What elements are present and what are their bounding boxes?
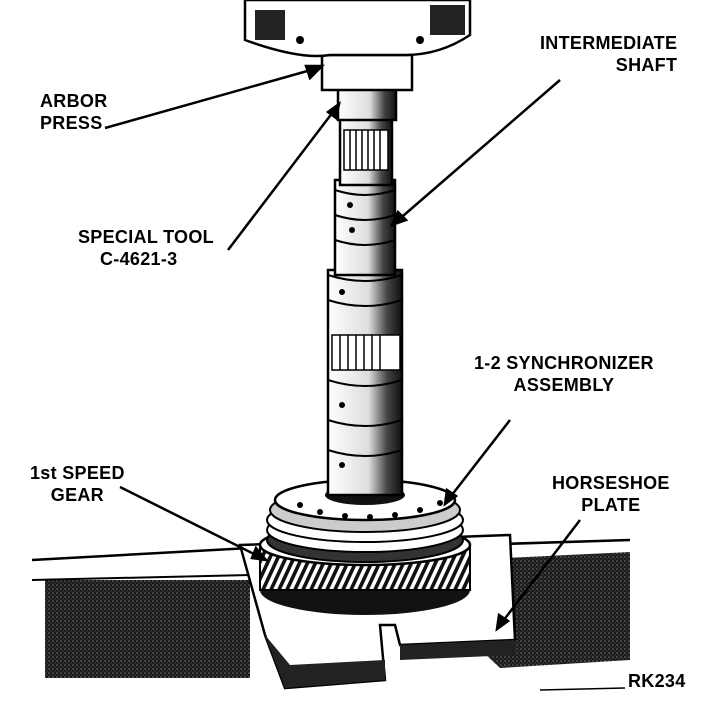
label-arbor-press-line1: ARBOR <box>40 91 108 111</box>
label-special-tool-line1: SPECIAL TOOL <box>78 227 214 247</box>
label-horseshoe-plate-line2: PLATE <box>581 495 641 515</box>
label-first-speed-gear: 1st SPEED GEAR <box>30 462 125 506</box>
label-special-tool-line2: C-4621-3 <box>100 249 178 269</box>
label-synchronizer-line1: 1-2 SYNCHRONIZER <box>474 353 654 373</box>
label-synchronizer-assembly: 1-2 SYNCHRONIZER ASSEMBLY <box>474 352 654 396</box>
label-intermediate-shaft: INTERMEDIATE SHAFT <box>540 32 677 76</box>
label-first-speed-gear-line1: 1st SPEED <box>30 463 125 483</box>
label-intermediate-shaft-line2: SHAFT <box>615 55 678 75</box>
label-arbor-press: ARBOR PRESS <box>40 90 108 134</box>
label-intermediate-shaft-line1: INTERMEDIATE <box>540 33 678 53</box>
leader-lines <box>104 64 581 632</box>
figure-code: RK234 <box>628 671 686 691</box>
label-arbor-press-line2: PRESS <box>40 113 103 133</box>
label-first-speed-gear-line2: GEAR <box>50 485 104 505</box>
intermediate-shaft <box>326 113 404 497</box>
label-horseshoe-plate: HORSESHOE PLATE <box>552 472 670 516</box>
arbor-press <box>243 0 472 92</box>
label-synchronizer-line2: ASSEMBLY <box>513 375 615 395</box>
label-special-tool: SPECIAL TOOL C-4621-3 <box>78 226 214 270</box>
synchronizer-assembly <box>266 478 464 563</box>
label-horseshoe-plate-line1: HORSESHOE <box>552 473 670 493</box>
